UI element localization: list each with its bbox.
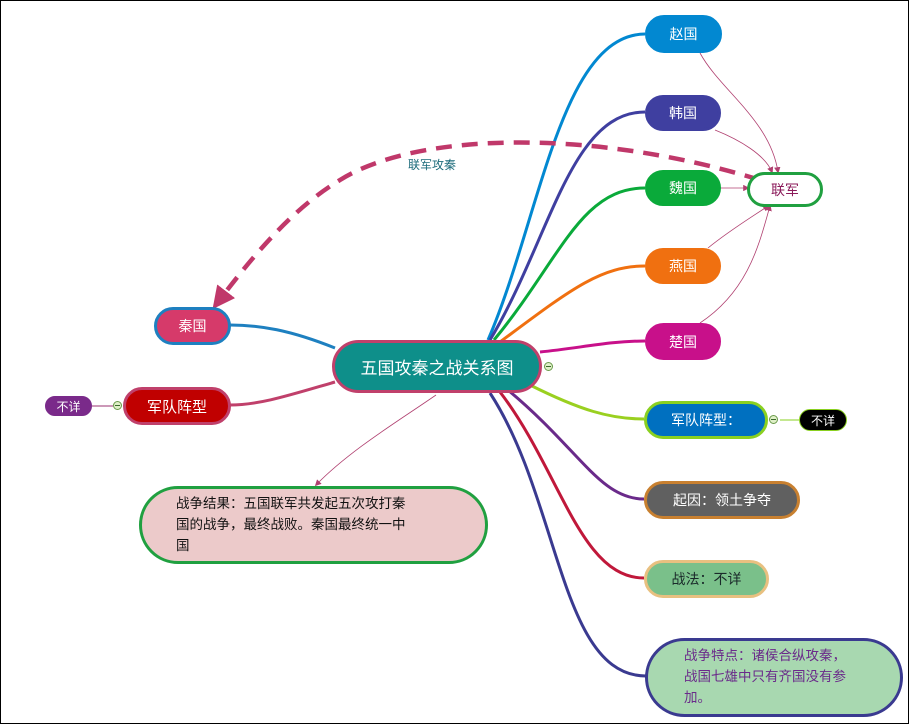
link-right-formation (529, 383, 645, 421)
arrow-alliance-qin (212, 140, 761, 310)
node-left-formation-detail[interactable]: 不详 (45, 396, 92, 416)
node-chu[interactable]: 楚国 (645, 323, 721, 360)
link-features (488, 392, 647, 678)
node-wei[interactable]: 魏国 (645, 170, 721, 206)
arrow-han-alliance (714, 129, 774, 174)
node-yan[interactable]: 燕国 (645, 248, 721, 284)
link-han (488, 110, 646, 341)
node-alliance[interactable]: 联军 (747, 172, 823, 207)
arrow-chu-alliance (699, 204, 772, 324)
node-result[interactable]: 战争结果：五国联军共发起五次攻打秦国的战争，最终战败。秦国最终统一中国 (139, 486, 488, 564)
arrow-yan-alliance (707, 205, 770, 249)
node-right-formation-detail[interactable]: 不详 (799, 409, 847, 431)
node-left-formation[interactable]: 军队阵型 (123, 387, 231, 425)
central-topic[interactable]: 五国攻秦之战关系图 (332, 340, 542, 393)
link-tactics (498, 391, 645, 580)
arrow-center-result (314, 394, 437, 487)
node-right-formation[interactable]: 军队阵型： (644, 401, 768, 439)
collapse-toggle-icon[interactable] (544, 362, 553, 371)
node-han[interactable]: 韩国 (645, 95, 721, 131)
link-cause (507, 388, 645, 501)
node-qin[interactable]: 秦国 (154, 307, 231, 345)
node-cause[interactable]: 起因：领土争夺 (644, 481, 800, 519)
link-yan (499, 264, 646, 344)
relation-label: 联军攻秦 (408, 158, 457, 172)
node-zhao[interactable]: 赵国 (645, 15, 722, 53)
arrow-zhao-alliance (699, 52, 781, 174)
link-wei (492, 186, 646, 341)
link-left-formation (229, 380, 336, 407)
link-qin (229, 323, 336, 350)
collapse-toggle-icon[interactable] (769, 415, 778, 424)
link-chu (539, 339, 646, 354)
node-features[interactable]: 战争特点：诸侯合纵攻秦，战国七雄中只有齐国没有参加。 (645, 638, 903, 717)
node-tactics[interactable]: 战法：不详 (644, 560, 769, 598)
collapse-toggle-icon[interactable] (113, 401, 122, 410)
